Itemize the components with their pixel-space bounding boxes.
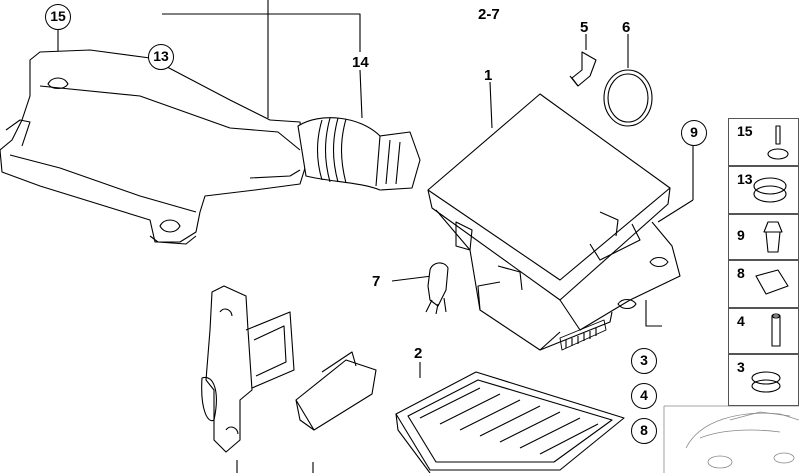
callout-4: 4 [631, 383, 657, 409]
callout-2: 2 [414, 345, 423, 362]
callout-9: 9 [681, 120, 707, 146]
parts-panel: 15 [728, 118, 799, 166]
panel-number: 8 [737, 265, 745, 281]
seal-ring [603, 69, 653, 127]
mounting-bracket [201, 285, 295, 453]
panel-number: 4 [737, 313, 745, 329]
parts-panel: 3 [728, 354, 799, 406]
callout-6: 6 [622, 19, 631, 36]
vehicle-sketch [663, 405, 799, 473]
group-range-label: 2-7 [478, 6, 500, 23]
panel-number: 13 [737, 171, 753, 187]
callout-5: 5 [580, 19, 589, 36]
air-filter-housing [427, 93, 681, 351]
callout-13: 13 [148, 44, 174, 70]
air-filter-element [395, 371, 625, 473]
callout-15: 15 [45, 4, 71, 30]
callout-3: 3 [631, 348, 657, 374]
callout-14: 14 [352, 54, 369, 71]
parts-panel: 9 [728, 214, 799, 260]
callout-7: 7 [372, 273, 381, 290]
sensor-connector [425, 262, 449, 315]
parts-panel: 8 [728, 260, 799, 308]
panel-number: 9 [737, 227, 745, 243]
callout-1: 1 [484, 67, 493, 84]
parts-panel: 13 [728, 166, 799, 214]
panel-number: 15 [737, 123, 753, 139]
intake-duct [0, 49, 306, 245]
parts-panel: 4 [728, 308, 799, 354]
panel-glyphs [751, 125, 789, 393]
intake-hose [297, 117, 421, 191]
panel-number: 3 [737, 359, 745, 375]
rubber-block [295, 351, 377, 431]
callout-8: 8 [631, 418, 657, 444]
clip-part [569, 51, 597, 87]
